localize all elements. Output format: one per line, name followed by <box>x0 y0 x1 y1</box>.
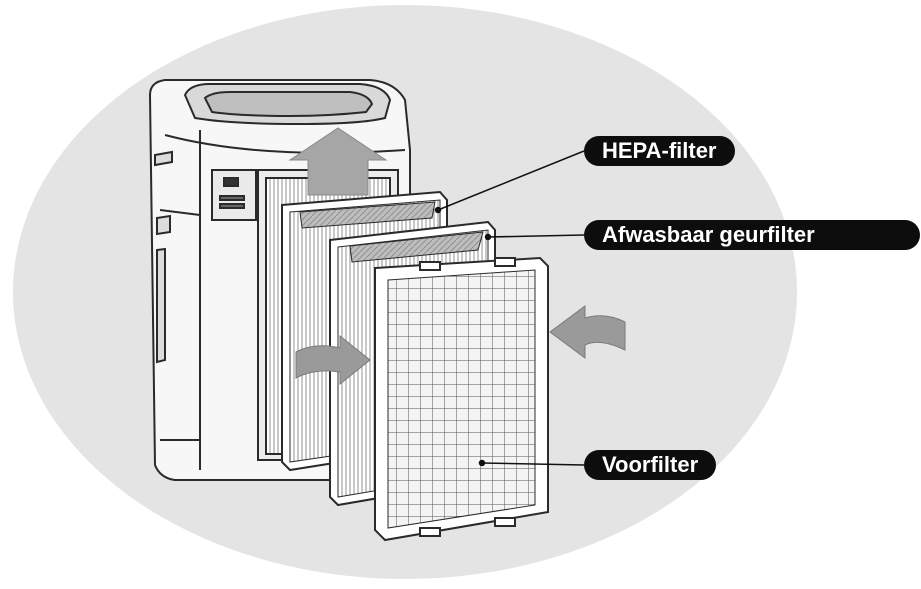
pre-filter <box>375 258 548 540</box>
label-pre-filter: Voorfilter <box>584 450 716 480</box>
label-hepa-filter: HEPA-filter <box>584 136 735 166</box>
label-odor-filter: Afwasbaar geurfilter <box>584 220 920 250</box>
